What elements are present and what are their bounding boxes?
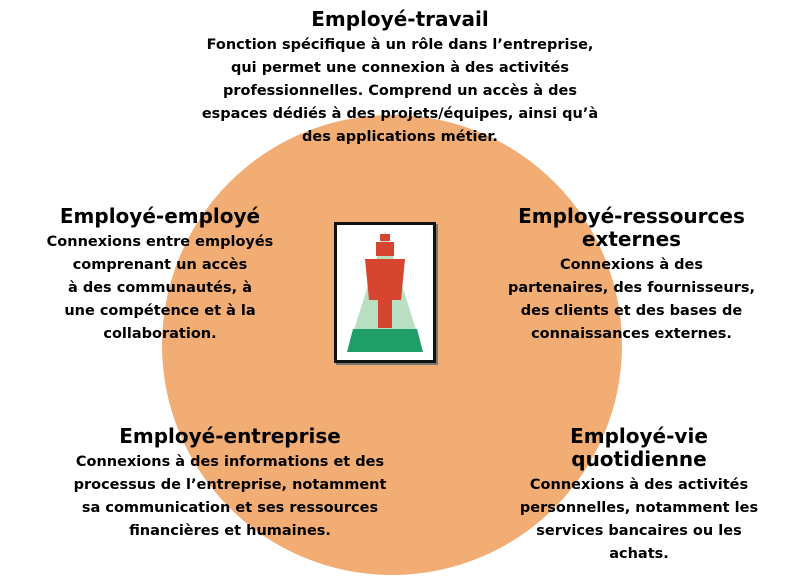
section-title: Employé-ressources externes: [462, 205, 801, 251]
body-line: Connexions à des informations et des: [75, 454, 385, 470]
section-employe-ressources-externes: Employé-ressources externes Connexions à…: [462, 205, 801, 346]
section-title: Employé-employé: [59, 204, 261, 228]
body-line: sa communication et ses ressources: [81, 500, 379, 516]
body-line: Fonction spécifique à un rôle dans l’ent…: [206, 37, 594, 53]
section-title: Employé-entreprise: [119, 424, 341, 448]
body-line: Connexions à des: [559, 257, 704, 273]
body-line: comprenant un accès: [72, 257, 248, 273]
figure-head: [376, 242, 394, 256]
section-body: Connexions à des activités personnelles,…: [480, 474, 798, 566]
body-line: des clients et des bases de: [520, 303, 743, 319]
body-line: Connexions entre employés: [46, 234, 274, 250]
body-line: professionnelles. Comprend un accès à de…: [223, 83, 577, 99]
section-employe-entreprise: Employé-entreprise Connexions à des info…: [12, 425, 448, 543]
section-title: Employé-vie quotidienne: [480, 425, 798, 471]
section-employe-travail: Employé-travail Fonction spécifique à un…: [130, 8, 670, 149]
body-line: partenaires, des fournisseurs,: [508, 280, 755, 296]
section-body: Connexions entre employés comprenant un …: [4, 231, 316, 346]
section-employe-employe: Employé-employé Connexions entre employé…: [4, 205, 316, 346]
employee-pyramid-icon: [334, 222, 436, 363]
body-line: financières et humaines.: [129, 523, 331, 539]
body-line: connaissances externes.: [531, 326, 732, 342]
title-line: Employé-vie: [570, 424, 708, 448]
section-body: Connexions à des partenaires, des fourni…: [462, 254, 801, 346]
title-line: externes: [581, 227, 682, 251]
body-line: des applications métier.: [302, 129, 498, 145]
section-body: Connexions à des informations et des pro…: [12, 451, 448, 543]
title-line: quotidienne: [571, 447, 707, 471]
body-line: personnelles, notamment les: [519, 500, 759, 516]
section-title: Employé-travail: [311, 7, 489, 31]
title-line: Employé-ressources: [518, 204, 745, 228]
body-line: collaboration.: [103, 326, 217, 342]
body-line: services bancaires ou les: [536, 523, 742, 539]
body-line: espaces dédiés à des projets/équipes, ai…: [201, 106, 599, 122]
body-line: qui permet une connexion à des activités: [230, 60, 570, 76]
pyramid-graphic: [347, 231, 423, 352]
body-line: à des communautés, à: [68, 280, 252, 296]
body-line: une compétence et à la: [64, 303, 256, 319]
pyramid-base: [347, 329, 423, 352]
body-line: achats.: [609, 546, 669, 562]
section-employe-vie-quotidienne: Employé-vie quotidienne Connexions à des…: [480, 425, 798, 566]
body-line: Connexions à des activités: [529, 477, 749, 493]
figure-head-top: [380, 234, 390, 241]
body-line: processus de l’entreprise, notamment: [73, 477, 387, 493]
figure-body: [365, 259, 405, 328]
section-body: Fonction spécifique à un rôle dans l’ent…: [130, 34, 670, 149]
